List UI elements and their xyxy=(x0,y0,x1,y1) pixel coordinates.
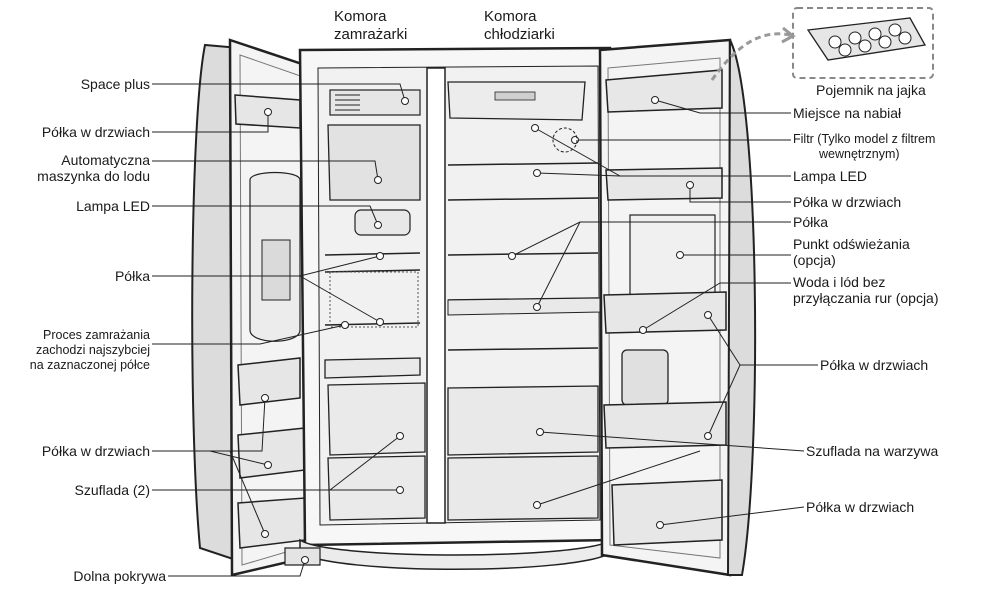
label-water-ice-line2: przyłączania rur (opcja) xyxy=(793,290,939,306)
label-filter-line1: Filtr (Tylko model z filtrem xyxy=(793,132,936,146)
leader-veg-b-point xyxy=(533,501,541,509)
leader-veg-a xyxy=(539,431,805,452)
header-freezer-line1: Komora xyxy=(334,8,387,25)
header-fridge-line1: Komora xyxy=(484,8,537,25)
leader-led-right-b xyxy=(536,172,621,177)
label-door-shelf-1: Półka w drzwiach xyxy=(793,194,902,210)
label-bottom-cover: Dolna pokrywa xyxy=(73,568,166,584)
label-led-lamp-left: Lampa LED xyxy=(76,198,150,214)
leader-space-plus-point xyxy=(401,97,409,105)
label-drawer: Szuflada (2) xyxy=(74,482,150,498)
leader-door-shelf-1 xyxy=(689,185,791,203)
leader-bottom-cover xyxy=(168,559,306,577)
leader-door-shelf-mid-b-point xyxy=(264,461,272,469)
label-filter: Filtr (Tylko model z filtrem wewnętrznym… xyxy=(793,132,935,162)
leader-door-shelf-2-b xyxy=(707,364,741,437)
leader-water-ice-point xyxy=(639,326,647,334)
leader-lines xyxy=(152,83,818,577)
label-freezing-note-line2: zachodzi najszybciej xyxy=(36,343,150,357)
leader-shelf-right-a-point xyxy=(508,252,516,260)
label-ice-maker-line1: Automatyczna xyxy=(61,152,150,168)
header-fridge: Komora chłodziarki xyxy=(484,8,555,44)
label-fresh-point: Punkt odświeżania (opcja) xyxy=(793,236,910,268)
label-water-ice-line1: Woda i lód bez xyxy=(793,274,886,290)
header-freezer-line2: zamrażarki xyxy=(334,26,408,43)
label-shelf-right: Półka xyxy=(793,214,829,230)
label-door-shelf-2: Półka w drzwiach xyxy=(820,357,929,373)
leader-shelf-right-b xyxy=(536,221,581,308)
leader-water-ice xyxy=(642,282,791,331)
label-shelf-left: Półka xyxy=(114,268,150,284)
label-dairy: Miejsce na nabiał xyxy=(793,105,902,121)
leader-veg-b xyxy=(536,450,701,506)
leader-drawer-b xyxy=(329,435,401,491)
leader-led-right-b-point xyxy=(533,169,541,177)
leader-shelf-right-b-point xyxy=(533,303,541,311)
label-freezing-note-line1: Proces zamrażania xyxy=(43,328,150,342)
filter-highlight-circle xyxy=(552,127,578,153)
header-fridge-line2: chłodziarki xyxy=(484,26,555,43)
leader-shelf-left-b xyxy=(299,275,381,323)
label-freezing-note-line3: na zaznaczonej półce xyxy=(29,358,150,372)
leader-door-shelf-3-point xyxy=(656,521,664,529)
label-fresh-point-line2: (opcja) xyxy=(793,252,836,268)
leader-door-shelf-mid-c-point xyxy=(261,530,269,538)
label-door-shelf-3: Półka w drzwiach xyxy=(806,499,915,515)
label-fresh-point-line1: Punkt odświeżania xyxy=(793,236,910,252)
leader-door-shelf-mid-a xyxy=(152,397,266,452)
leader-door-shelf-top xyxy=(152,112,269,133)
leader-shelf-left-b-point xyxy=(376,318,384,326)
label-led-lamp-right: Lampa LED xyxy=(793,168,867,184)
leader-door-shelf-mid-c xyxy=(229,450,266,535)
label-door-shelf-top: Półka w drzwiach xyxy=(41,124,150,140)
leader-dairy-point xyxy=(651,96,659,104)
label-filter-line2: wewnętrznym) xyxy=(819,147,900,161)
header-freezer: Komora zamrażarki xyxy=(334,8,407,44)
label-ice-maker-line2: maszynka do lodu xyxy=(37,168,150,184)
leader-veg-a-point xyxy=(536,428,544,436)
leader-bottom-cover-point xyxy=(301,556,309,564)
egg-tray-inset xyxy=(710,7,934,81)
leader-door-shelf-1-point xyxy=(686,181,694,189)
leader-freezing-point xyxy=(341,321,349,329)
leader-ice-maker-point xyxy=(374,176,382,184)
label-space-plus: Space plus xyxy=(80,76,150,92)
label-door-shelf-mid: Półka w drzwiach xyxy=(41,443,150,459)
label-water-ice: Woda i lód bez przyłączania rur (opcja) xyxy=(793,274,939,306)
left-door xyxy=(191,38,322,577)
label-egg-tray: Pojemnik na jajka xyxy=(816,82,926,98)
cabinet xyxy=(284,46,614,570)
leader-space-plus xyxy=(152,83,406,102)
leader-door-shelf-2-b-point xyxy=(704,432,712,440)
leader-door-shelf-2-a-point xyxy=(704,311,712,319)
leader-drawer-a-point xyxy=(396,486,404,494)
leader-led-left-point xyxy=(374,221,382,229)
leader-fresh-point-point xyxy=(676,251,684,259)
leader-dairy xyxy=(654,99,791,114)
leader-freezing xyxy=(152,324,346,345)
right-door xyxy=(598,38,757,577)
leader-door-shelf-mid-b xyxy=(209,450,269,466)
label-freezing-note: Proces zamrażania zachodzi najszybciej n… xyxy=(30,328,150,373)
leader-door-shelf-mid-a-point xyxy=(261,394,269,402)
leader-shelf-left-a-point xyxy=(376,252,384,260)
leader-door-shelf-top-point xyxy=(264,108,272,116)
leader-drawer-b-point xyxy=(396,432,404,440)
label-veg-drawer: Szuflada na warzywa xyxy=(806,443,939,459)
label-ice-maker: Automatyczna maszynka do lodu xyxy=(37,152,150,184)
leader-led-left xyxy=(152,205,379,226)
leader-door-shelf-3 xyxy=(659,506,805,526)
leader-ice-maker xyxy=(152,160,379,181)
leader-led-right-a-point xyxy=(531,124,539,132)
